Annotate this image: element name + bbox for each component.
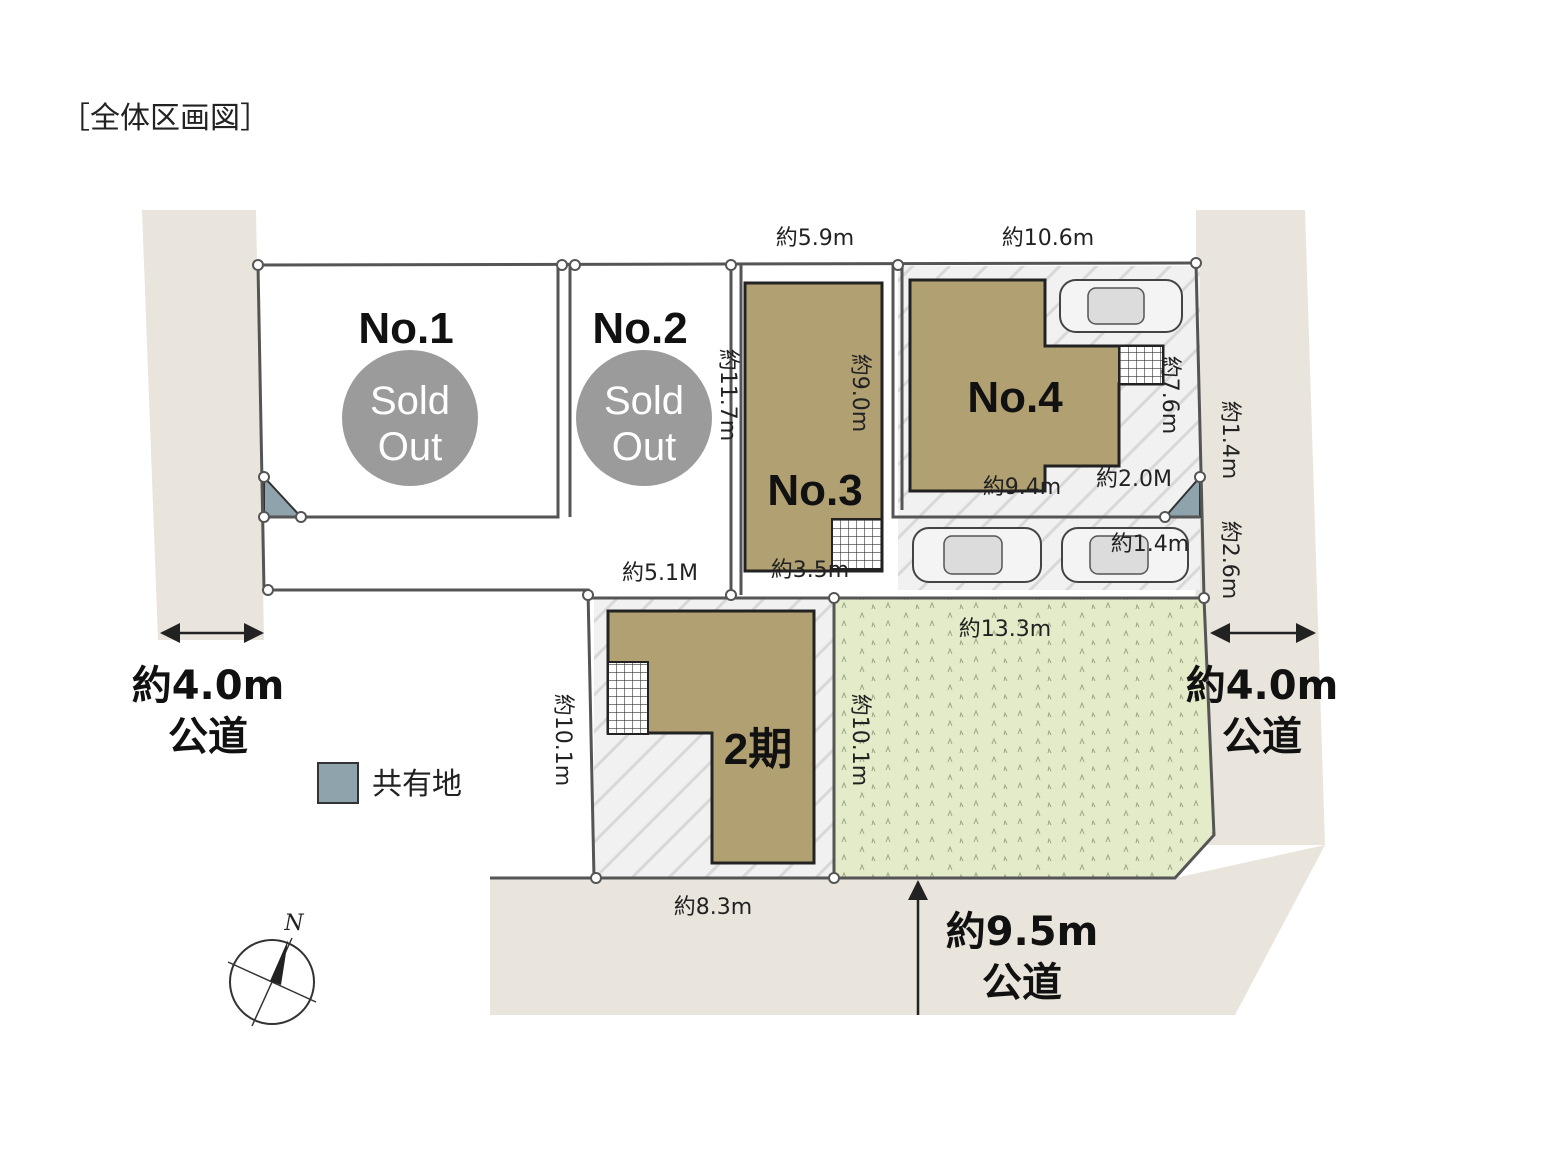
west-road (142, 210, 264, 640)
dim-right-lower: 約2.6m (1217, 521, 1242, 599)
phase2-grid-box (607, 661, 649, 735)
dim-no4-top: 約10.6m (1002, 226, 1094, 251)
car-icon (912, 527, 1042, 583)
west-road-type: 公道 (168, 714, 248, 760)
dim-no3-left: 約11.7m (715, 349, 740, 441)
south-road-type: 公道 (982, 960, 1062, 1006)
lot-label-no3: No.3 (767, 466, 862, 515)
south-road-width: 約9.5m (946, 909, 1099, 955)
legend-swatch (317, 762, 359, 804)
dim-no4-bottom: 約9.4m (983, 475, 1061, 500)
sold-out-text: Sold (370, 379, 450, 423)
dim-phase2-top: 約13.3m (959, 617, 1051, 642)
dim-phase2-mid: 約10.1m (847, 694, 872, 786)
lot-label-no4: No.4 (967, 373, 1063, 422)
dim-parking-width: 約1.4m (1111, 532, 1189, 557)
lot-label-phase2: 2期 (724, 725, 792, 774)
common-land-west (263, 474, 304, 518)
dim-path-width: 約5.1M (622, 561, 698, 586)
dim-phase2-left: 約10.1m (550, 694, 575, 786)
sold-out-text: Out (612, 425, 676, 469)
dim-no3-bottom: 約3.5m (771, 558, 849, 583)
sold-out-badge (576, 350, 712, 486)
page-title: ［全体区画図］ (60, 101, 270, 136)
east-road (1195, 210, 1325, 845)
no3-grid-box (831, 518, 883, 570)
compass-icon (227, 937, 317, 1027)
lot-label-no2: No.2 (592, 304, 687, 353)
dim-no4-right-inner: 約7.6m (1157, 356, 1182, 434)
boundary-markers (252, 257, 1210, 884)
dim-right-upper: 約1.4m (1217, 401, 1242, 479)
no4-grid-box (1118, 345, 1164, 385)
east-road-type: 公道 (1222, 714, 1302, 760)
dim-no3-inner: 約9.0m (847, 354, 872, 432)
sold-out-text: Out (378, 425, 442, 469)
sold-out-badge (342, 350, 478, 486)
phase2-lawn (834, 598, 1214, 878)
south-road (490, 845, 1325, 1015)
car-icon (1059, 279, 1183, 333)
lot-label-no1: No.1 (358, 304, 453, 353)
dim-no4-gap: 約2.0M (1096, 467, 1172, 492)
compass-north-label: N (283, 911, 304, 936)
legend-label: 共有地 (372, 767, 462, 802)
east-road-width: 約4.0m (1186, 663, 1339, 709)
west-road-width: 約4.0m (132, 663, 285, 709)
sold-out-text: Sold (604, 379, 684, 423)
dim-no3-top: 約5.9m (776, 226, 854, 251)
dim-phase2-bottom: 約8.3m (674, 895, 752, 920)
car-icon (1061, 527, 1189, 583)
